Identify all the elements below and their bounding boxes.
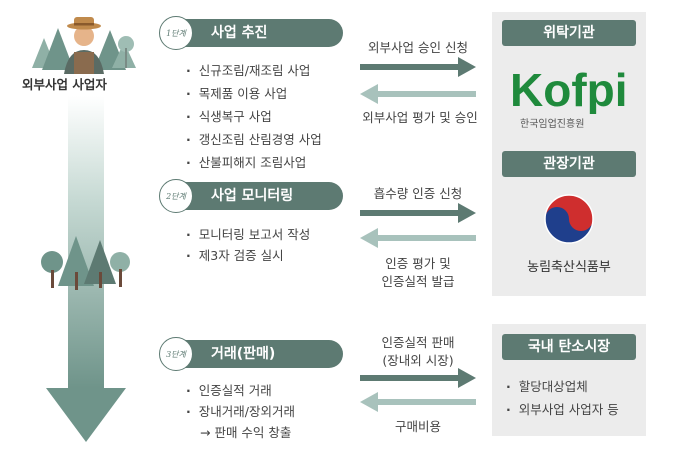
arrow1-left — [360, 84, 476, 104]
trust-agency-name: 한국임업진흥원 — [520, 119, 585, 130]
step1-item: 목제품 이용 사업 — [186, 83, 287, 102]
step2-title: 사업 모니터링 — [211, 188, 294, 204]
arrow2-right — [360, 203, 476, 223]
market-item: 할당대상업체 — [506, 376, 588, 395]
step3-header: 3단계 거래(판매) — [159, 337, 343, 371]
kofpi-logo: Kofpi — [510, 64, 628, 114]
market-title: 국내 탄소시장 — [502, 334, 636, 360]
arrow2-left — [360, 228, 476, 248]
step1-item: 갱신조림 산림경영 사업 — [186, 129, 322, 148]
ministry-name: 농림축산식품부 — [527, 260, 611, 275]
step1-item: 식생복구 사업 — [186, 106, 272, 125]
arrow1-left-label: 외부사업 평가 및 승인 — [362, 110, 478, 125]
step3-subitem: → 판매 수익 창출 — [200, 425, 292, 440]
arrow3-left — [360, 392, 476, 412]
forest-icon — [41, 236, 130, 290]
step2-item: 제3자 검증 실시 — [186, 245, 284, 264]
actor-label: 외부사업 사업자 — [22, 77, 107, 92]
taegeuk-emblem — [544, 194, 594, 244]
step3-item: 장내거래/장외거래 — [186, 401, 295, 420]
market-item: 외부사업 사업자 등 — [506, 399, 619, 418]
arrow3-right-label-line2: (장내외 시장) — [382, 353, 454, 368]
arrow3-right — [360, 368, 476, 388]
arrow1-right — [360, 57, 476, 77]
ministry-title: 관장기관 — [502, 151, 636, 177]
step3-item: 인증실적 거래 — [186, 380, 272, 399]
step2-badge: 2단계 — [159, 179, 193, 213]
arrow3-right-label-line1: 인증실적 판매 — [381, 335, 455, 350]
step1-item: 산불피해지 조림사업 — [186, 152, 306, 171]
arrow3-left-label: 구매비용 — [394, 419, 441, 434]
arrow2-left-label-line1: 인증 평가 및 — [385, 256, 451, 271]
arrow2-right-label: 흡수량 인증 신청 — [373, 186, 463, 201]
step2-header: 2단계 사업 모니터링 — [159, 179, 343, 213]
step3-badge: 3단계 — [159, 337, 193, 371]
arrow1-right-label: 외부사업 승인 신청 — [368, 40, 468, 55]
step3-title: 거래(판매) — [211, 346, 276, 362]
arrow2-left-label-line2: 인증실적 발급 — [381, 274, 455, 289]
step1-badge: 1단계 — [159, 16, 193, 50]
step1-title: 사업 추진 — [211, 25, 268, 41]
step1-header: 1단계 사업 추진 — [159, 16, 343, 50]
trust-agency-title: 위탁기관 — [502, 20, 636, 46]
farmer-illustration — [32, 17, 136, 74]
kofpi-logo-text: Kofpi — [510, 64, 628, 114]
step1-item: 신규조림/재조림 사업 — [186, 60, 311, 79]
step2-item: 모니터링 보고서 작성 — [186, 224, 310, 243]
